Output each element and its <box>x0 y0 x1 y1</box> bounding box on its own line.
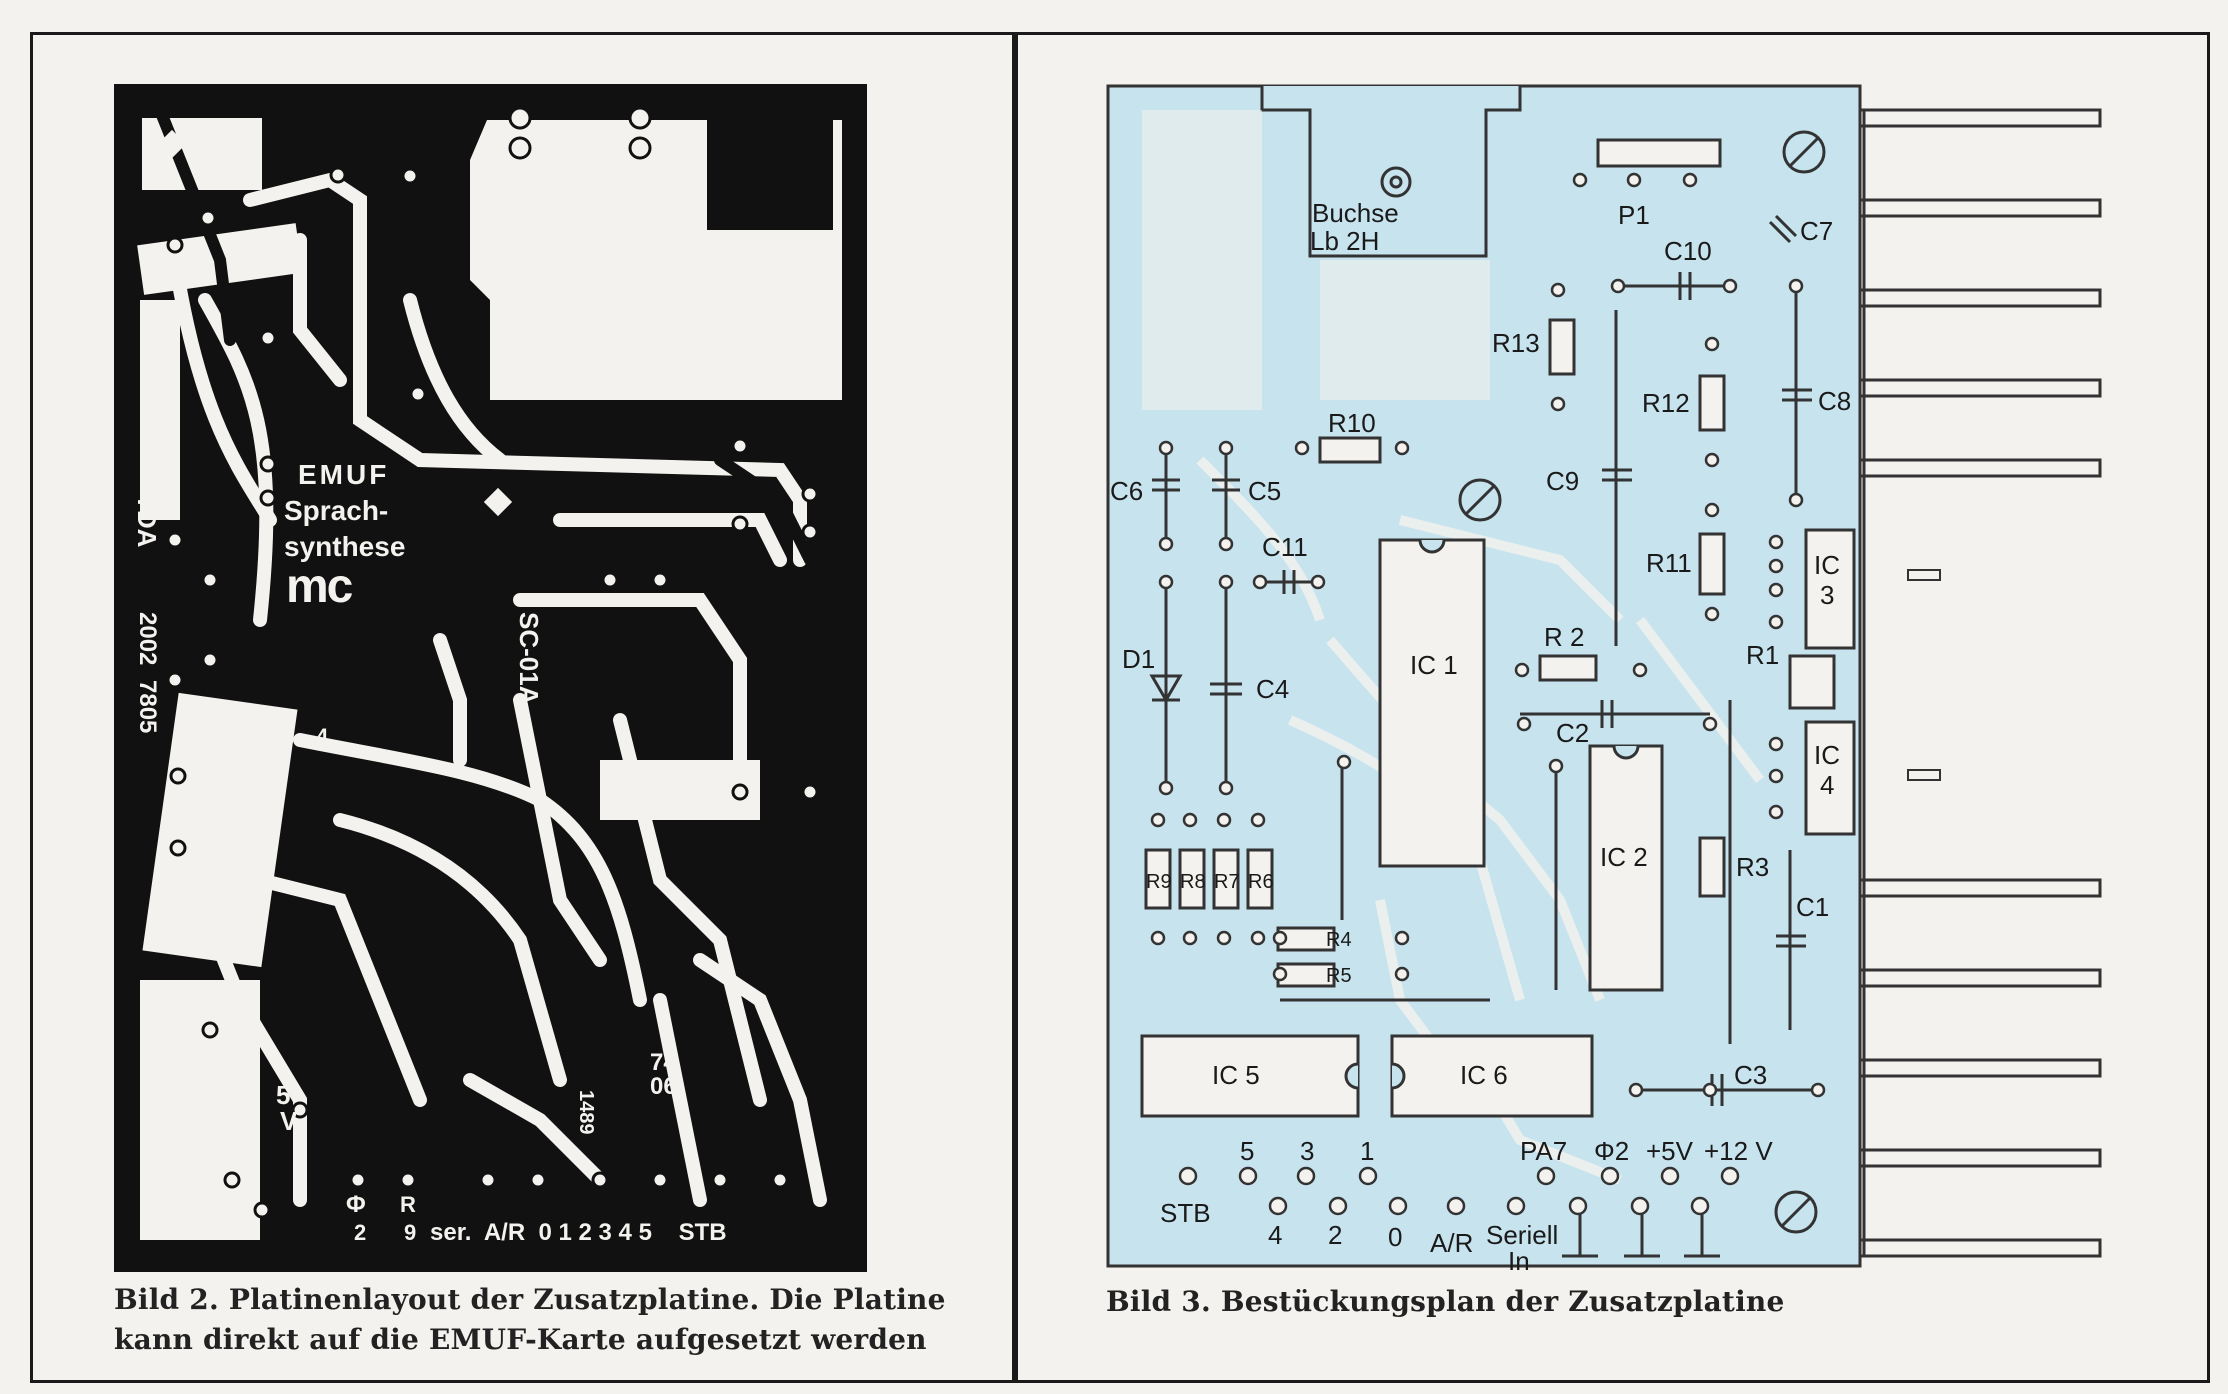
pin-0: 0 <box>1388 1222 1402 1252</box>
label-c1: C1 <box>1796 892 1829 922</box>
figure2-caption-line1: Bild 2. Platinenlayout der Zusatzplatine… <box>114 1283 946 1316</box>
pin-4: 4 <box>1268 1220 1282 1250</box>
label-c5: C5 <box>1248 476 1281 506</box>
board-title-emuf: EMUF <box>298 459 389 490</box>
right-panel-frame <box>1012 32 2210 1383</box>
board-label-tda: TDA <box>132 494 162 548</box>
label-ic1: IC 1 <box>1410 650 1458 680</box>
pin-in: In <box>1508 1246 1530 1276</box>
label-ic3: IC <box>1814 550 1840 580</box>
figure3-caption-text: Bild 3. Bestückungsplan der Zusatzplatin… <box>1106 1285 1785 1318</box>
label-r11: R11 <box>1646 548 1692 578</box>
left-panel-frame <box>30 32 1018 1383</box>
pin-5v: +5V <box>1646 1136 1694 1166</box>
board-label-7805: 7805 <box>134 680 161 733</box>
board-label-1489: 1489 <box>575 1090 597 1135</box>
label-c6: C6 <box>1110 476 1143 506</box>
board-label-12v-unit: V <box>184 1162 202 1192</box>
board-label-r: R <box>400 1192 416 1217</box>
pin-stb: STB <box>1160 1198 1211 1228</box>
label-r3: R3 <box>1736 852 1769 882</box>
board-label-74: 74 <box>650 1049 677 1076</box>
label-c3: C3 <box>1734 1060 1767 1090</box>
label-r10: R10 <box>1328 408 1376 438</box>
label-r5: R5 <box>1326 965 1352 987</box>
label-r4: R4 <box>1326 929 1352 951</box>
board-label-4: 4 <box>316 724 329 749</box>
label-p1: P1 <box>1618 200 1650 230</box>
pin-12v: +12 V <box>1704 1136 1773 1166</box>
pin-2: 2 <box>1328 1220 1342 1250</box>
label-d1: D1 <box>1122 644 1155 674</box>
label-r9: R9 <box>1146 871 1172 893</box>
pin-seriell: Seriell <box>1486 1220 1558 1250</box>
label-ic4: IC <box>1814 740 1840 770</box>
label-c2: C2 <box>1556 718 1589 748</box>
figure2-caption: Bild 2. Platinenlayout der Zusatzplatine… <box>114 1280 994 1360</box>
label-r1: R1 <box>1746 640 1779 670</box>
board-label-2002: 2002 <box>134 612 161 665</box>
pin-ar: A/R <box>1430 1228 1473 1258</box>
pin-phi2: Φ2 <box>1594 1136 1629 1166</box>
label-ic4-num: 4 <box>1820 770 1834 800</box>
figure2-caption-line2: kann direkt auf die EMUF-Karte aufgesetz… <box>114 1323 927 1356</box>
board-label-06: 06 <box>650 1073 677 1100</box>
pin-5: 5 <box>1240 1136 1254 1166</box>
board-title-sprach: Sprach- <box>284 495 388 526</box>
board-title-synthese: synthese <box>284 531 405 562</box>
label-ic5: IC 5 <box>1212 1060 1260 1090</box>
board-label-sc01a: SC-01A <box>514 612 544 705</box>
label-buchse: Buchse <box>1312 198 1399 228</box>
pcb-board: EMUF Sprach- synthese mc SC-01A TDA 2002… <box>114 84 867 1272</box>
label-c9: C9 <box>1546 466 1579 496</box>
label-r6: R6 <box>1248 871 1274 893</box>
label-ic6: IC 6 <box>1460 1060 1508 1090</box>
figure3-caption: Bild 3. Bestückungsplan der Zusatzplatin… <box>1106 1282 2106 1322</box>
label-r8: R8 <box>1180 871 1206 893</box>
label-r7: R7 <box>1214 871 1240 893</box>
board-label-5: 5 <box>276 1080 290 1110</box>
label-r13: R13 <box>1492 328 1540 358</box>
label-c8: C8 <box>1818 386 1851 416</box>
pin-pa7: PA7 <box>1520 1136 1567 1166</box>
board-label-9: 9 <box>404 1220 416 1245</box>
board-label-phi: Φ <box>346 1191 366 1218</box>
label-ic2: IC 2 <box>1600 842 1648 872</box>
board-label-12: 12 <box>176 1136 205 1166</box>
pin-3: 3 <box>1300 1136 1314 1166</box>
label-c11: C11 <box>1262 532 1308 562</box>
label-c4: C4 <box>1256 674 1289 704</box>
pin-1: 1 <box>1360 1136 1374 1166</box>
label-r12: R12 <box>1642 388 1690 418</box>
board-logo-mc: mc <box>286 560 353 613</box>
label-ic3-num: 3 <box>1820 580 1834 610</box>
label-c10: C10 <box>1664 236 1712 266</box>
board-label-5v-unit: V <box>280 1106 298 1136</box>
label-c7: C7 <box>1800 216 1833 246</box>
board-label-phi-2: 2 <box>354 1220 366 1245</box>
label-lb2h: Lb 2H <box>1310 226 1379 256</box>
label-r2: R 2 <box>1544 622 1584 652</box>
board-pin-row: ser. A/R 0 1 2 3 4 5 STB <box>430 1219 727 1246</box>
